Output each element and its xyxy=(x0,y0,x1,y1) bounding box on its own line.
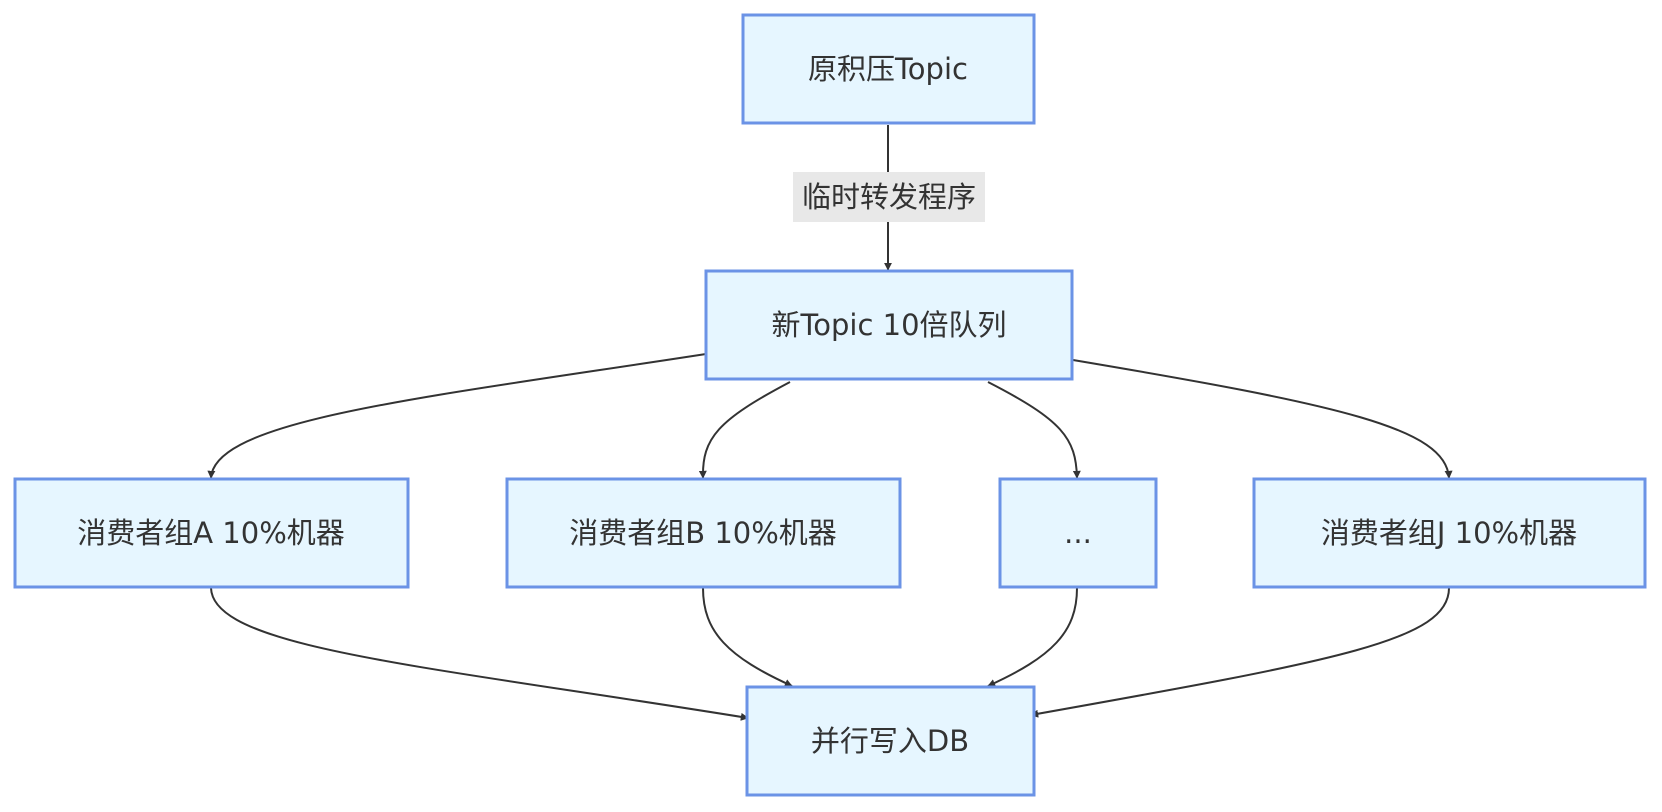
edge-new-topic-to-group-j xyxy=(1072,359,1453,479)
edge-group-j-to-db xyxy=(1030,587,1450,718)
node-db-write: 并行写入DB xyxy=(745,685,1036,797)
edge-new-topic-to-group-ellipsis xyxy=(987,381,1081,479)
edge-group-b-to-db xyxy=(702,587,793,687)
node-group-ellipsis-label: ... xyxy=(1064,516,1092,550)
edge-group-a-to-db xyxy=(210,587,749,721)
edge-new-topic-to-group-b xyxy=(698,381,791,479)
edge-label-forwarder: 临时转发程序 xyxy=(793,172,985,222)
node-new-topic: 新Topic 10倍队列 xyxy=(704,269,1074,381)
node-group-ellipsis: ... xyxy=(998,477,1158,589)
node-source-topic-label: 原积压Topic xyxy=(808,52,968,86)
edges xyxy=(207,125,1453,721)
node-group-a-label: 消费者组A 10%机器 xyxy=(77,516,345,550)
node-group-j-label: 消费者组J 10%机器 xyxy=(1321,516,1577,550)
node-group-j: 消费者组J 10%机器 xyxy=(1252,477,1647,589)
node-group-b: 消费者组B 10%机器 xyxy=(505,477,902,589)
edge-new-topic-to-group-a xyxy=(207,353,707,479)
node-new-topic-label: 新Topic 10倍队列 xyxy=(771,308,1006,342)
node-group-b-label: 消费者组B 10%机器 xyxy=(569,516,837,550)
edge-label-forwarder-text: 临时转发程序 xyxy=(802,180,976,214)
node-db-write-label: 并行写入DB xyxy=(811,724,969,758)
node-source-topic: 原积压Topic xyxy=(741,13,1036,125)
edge-group-ellipsis-to-db xyxy=(987,587,1078,687)
node-group-a: 消费者组A 10%机器 xyxy=(13,477,410,589)
